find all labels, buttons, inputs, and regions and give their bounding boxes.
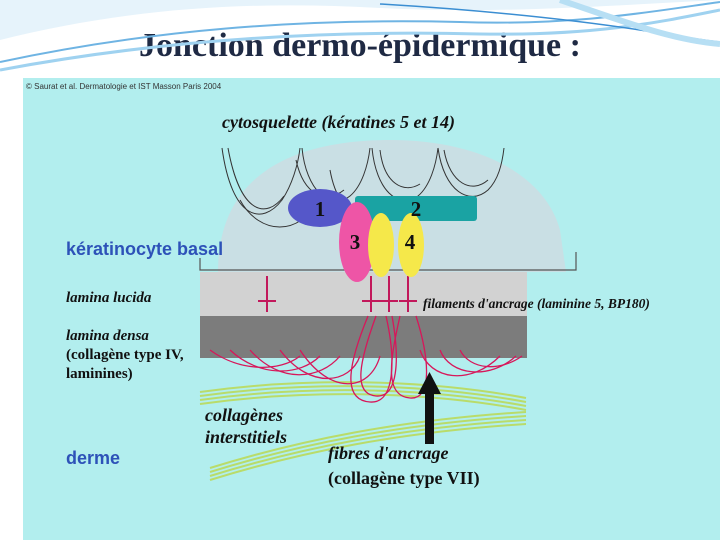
header-swoosh-decoration [0, 0, 720, 72]
lamina-densa-band [200, 316, 527, 358]
marker-1-shape [288, 189, 352, 227]
marker-3-label: 3 [350, 230, 361, 254]
dermis-label: derme [66, 448, 120, 468]
anchoring-fibrils-label-2: (collagène type VII) [328, 468, 480, 489]
marker-1-label: 1 [315, 197, 326, 221]
marker-2-label: 2 [411, 197, 422, 221]
anchoring-filaments-label: filaments d'ancrage (laminine 5, BP180) [423, 296, 650, 311]
lamina-densa-detail-2: laminines) [66, 366, 133, 382]
cytoskeleton-label: cytosquelette (kératines 5 et 14) [222, 112, 455, 133]
anchoring-fibrils-label-1: fibres d'ancrage [328, 443, 449, 463]
figure-copyright: © Saurat et al. Dermatologie et IST Mass… [26, 82, 222, 91]
anchoring-fibrils [209, 315, 523, 403]
marker-4b-shape [398, 213, 424, 277]
interstitial-collagens-label-2: interstitiels [205, 427, 287, 447]
basal-keratinocyte-label: kératinocyte basal [66, 239, 223, 259]
marker-4-label: 4 [405, 230, 416, 254]
lamina-densa-detail-1: (collagène type IV, [66, 347, 184, 363]
lamina-lucida-label: lamina lucida [66, 290, 152, 306]
figure-left-border [20, 78, 23, 540]
interstitial-collagens-label-1: collagènes [205, 405, 283, 425]
marker-4a-shape [368, 213, 394, 277]
marker-2-shape [355, 196, 477, 221]
lamina-densa-label: lamina densa [66, 328, 149, 344]
marker-3-shape [339, 202, 375, 282]
anchoring-filament-marks [258, 276, 417, 312]
lamina-lucida-band [200, 272, 527, 316]
anchoring-fibril-arrow [418, 372, 441, 444]
